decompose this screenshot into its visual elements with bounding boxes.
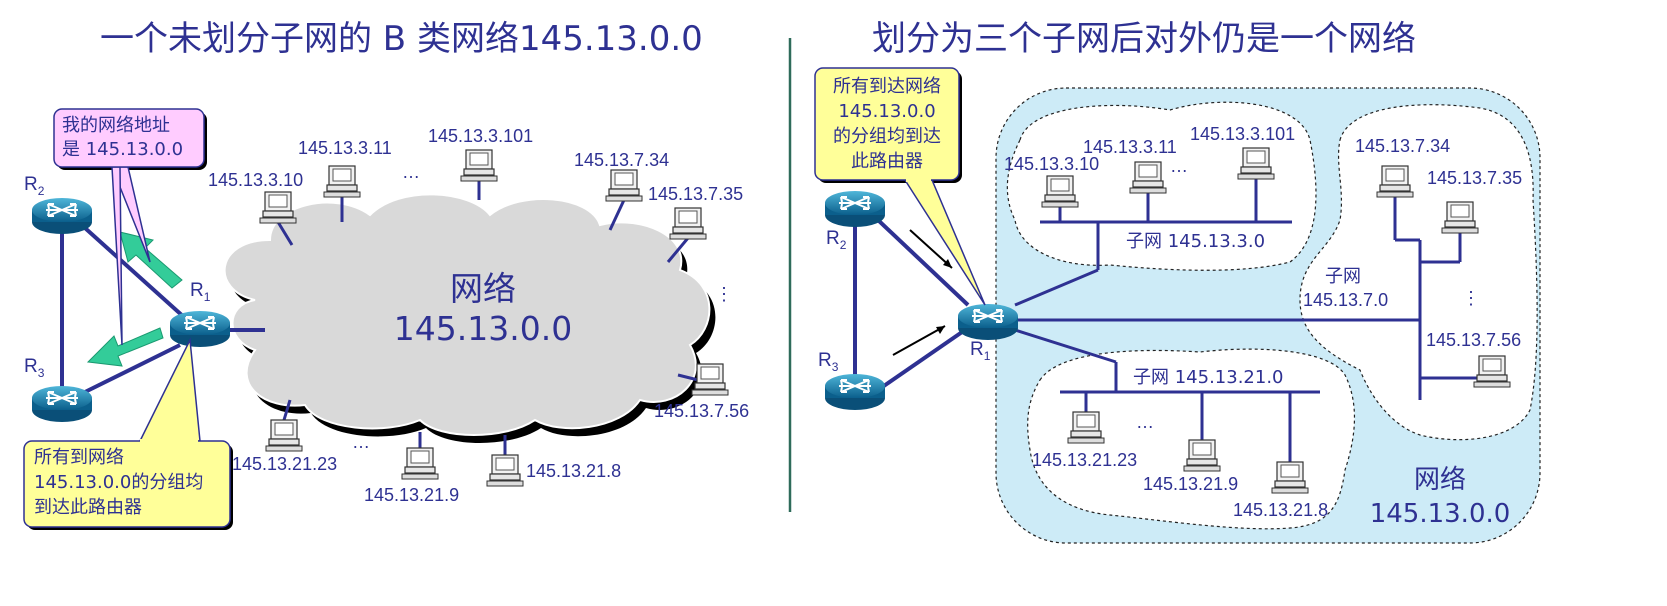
host-label: 145.13.3.10 xyxy=(1004,154,1099,174)
host-label: 145.13.3.101 xyxy=(428,126,533,146)
svg-text:145.13.0.0: 145.13.0.0 xyxy=(838,101,935,122)
arrow-line xyxy=(892,325,946,356)
host-label: 145.13.3.101 xyxy=(1190,124,1295,144)
host-label: 145.13.3.11 xyxy=(1083,137,1177,157)
host-pc-icon xyxy=(1237,147,1275,180)
svg-text:我的网络地址: 我的网络地址 xyxy=(62,115,170,136)
router-label-r1: R1 xyxy=(970,339,991,363)
network-cloud xyxy=(223,193,711,436)
router-label-r1: R1 xyxy=(190,280,211,304)
host-pc-icon xyxy=(1129,161,1167,194)
callout-all-packets-left: 所有到网络 145.13.0.0的分组均 到达此路由器 xyxy=(23,337,233,530)
host-label: 145.13.7.35 xyxy=(648,184,743,204)
ellipsis: … xyxy=(402,162,420,182)
host-label: 145.13.3.10 xyxy=(208,170,303,190)
router-label-r2: R2 xyxy=(24,174,45,198)
host-pc-icon xyxy=(486,454,524,487)
svg-text:所有到达网络: 所有到达网络 xyxy=(833,76,941,97)
network-label: 网络 xyxy=(1414,465,1466,495)
svg-text:145.13.0.0的分组均: 145.13.0.0的分组均 xyxy=(34,472,203,493)
subnet-c-label: 子网 145.13.21.0 xyxy=(1133,367,1284,388)
arrow-head-icon xyxy=(936,326,945,334)
subnet-b-wires xyxy=(1015,195,1480,400)
left-title: 一个未划分子网的 B 类网络145.13.0.0 xyxy=(100,19,703,59)
host-label: 145.13.7.56 xyxy=(654,401,749,421)
host-label: 145.13.7.56 xyxy=(1426,330,1521,350)
link-r3-r1 xyxy=(84,343,181,394)
subnet-c-area xyxy=(1027,348,1356,530)
cloud-label-network: 网络 xyxy=(450,269,516,308)
svg-text:到达此路由器: 到达此路由器 xyxy=(34,497,142,518)
svg-text:是 145.13.0.0: 是 145.13.0.0 xyxy=(62,139,183,160)
router-icon-r2 xyxy=(824,190,886,228)
cloud-label-address: 145.13.0.0 xyxy=(394,309,572,348)
host-pc-icon xyxy=(323,165,361,198)
host-label: 145.13.3.11 xyxy=(298,138,392,158)
host-pc-icon xyxy=(1376,165,1414,198)
host-label: 145.13.21.23 xyxy=(232,454,337,474)
link-r2-r1 xyxy=(876,218,970,307)
host-pc-icon xyxy=(259,191,297,224)
host-pc-icon xyxy=(460,149,498,182)
host-label: 145.13.7.34 xyxy=(1355,136,1450,156)
router-icon-r2 xyxy=(31,197,93,235)
host-pc-icon xyxy=(691,363,729,396)
green-arrow-icon xyxy=(86,327,164,367)
host-label: 145.13.21.8 xyxy=(1233,500,1328,520)
host-label: 145.13.7.34 xyxy=(574,150,669,170)
ellipsis: … xyxy=(1136,412,1154,432)
host-pc-icon xyxy=(401,447,439,480)
host-pc-icon xyxy=(1183,439,1221,472)
router-label-r3: R3 xyxy=(818,350,839,374)
host-pc-icon xyxy=(1271,461,1309,494)
ellipsis: ⋮ xyxy=(715,284,733,304)
subnet-a-label: 子网 145.13.3.0 xyxy=(1126,231,1265,252)
host-pc-icon xyxy=(265,419,303,452)
router-icon-r1 xyxy=(957,303,1019,341)
host-pc-icon xyxy=(1473,355,1511,388)
subnet-b-label: 子网 xyxy=(1325,266,1361,287)
right-title: 划分为三个子网后对外仍是一个网络 xyxy=(872,19,1416,59)
router-icon-r3 xyxy=(31,385,93,423)
subnet-a-wires xyxy=(1014,178,1292,307)
ellipsis: ⋮ xyxy=(1462,288,1480,308)
arrow-line xyxy=(909,229,953,269)
router-icon-r3 xyxy=(824,373,886,411)
host-label: 145.13.7.35 xyxy=(1427,168,1522,188)
host-pc-icon xyxy=(1041,175,1079,208)
callout-my-address: 我的网络地址 是 145.13.0.0 xyxy=(53,108,207,346)
router-label-r3: R3 xyxy=(24,356,45,380)
green-arrow-icon xyxy=(119,231,183,289)
svg-text:所有到网络: 所有到网络 xyxy=(34,447,124,468)
svg-text:的分组均到达: 的分组均到达 xyxy=(833,126,941,147)
host-pc-icon xyxy=(669,207,707,240)
router-icon-r1 xyxy=(169,310,231,348)
router-label-r2: R2 xyxy=(826,228,847,252)
arrow-head-icon xyxy=(943,259,952,268)
host-pc-icon xyxy=(605,169,643,202)
host-label: 145.13.21.9 xyxy=(1143,474,1238,494)
network-address: 145.13.0.0 xyxy=(1370,499,1511,529)
ellipsis: … xyxy=(352,432,370,452)
host-pc-icon xyxy=(1441,201,1479,234)
link-r3-r1 xyxy=(876,328,967,392)
callout-all-packets-right: 所有到达网络 145.13.0.0 的分组均到达 此路由器 xyxy=(814,67,986,306)
host-label: 145.13.21.23 xyxy=(1032,450,1137,470)
host-pc-icon xyxy=(1067,411,1105,444)
host-label: 145.13.21.9 xyxy=(364,485,459,505)
subnet-b-address: 145.13.7.0 xyxy=(1303,290,1388,310)
link-r2-r1 xyxy=(83,226,187,320)
host-label: 145.13.21.8 xyxy=(526,461,621,481)
ellipsis: … xyxy=(1170,156,1188,176)
svg-text:此路由器: 此路由器 xyxy=(851,151,923,172)
